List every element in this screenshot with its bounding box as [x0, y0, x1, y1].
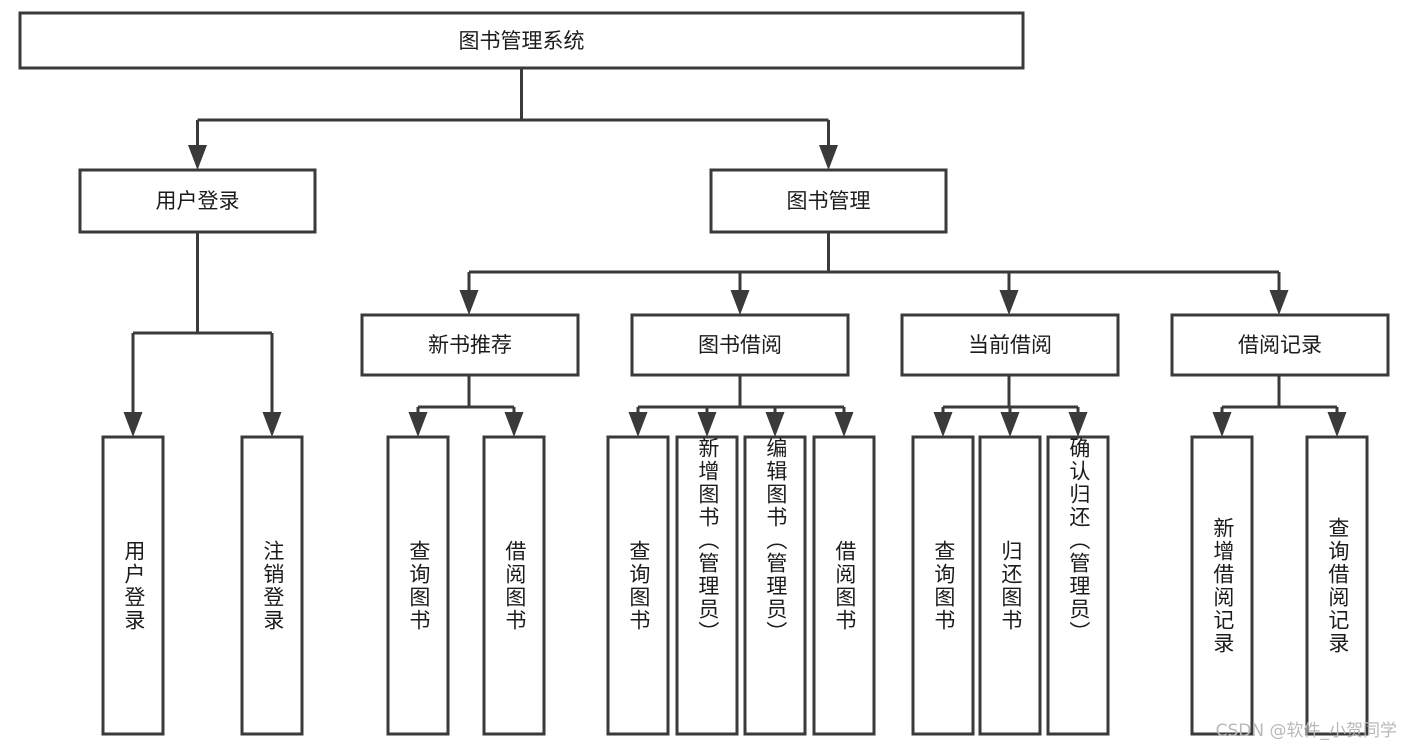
node-current-borrow[interactable]: 当前借阅 [900, 313, 1120, 377]
node-new-book-recommend-box[interactable] [360, 313, 580, 377]
node-user-login[interactable]: 用户登录 [78, 168, 317, 234]
arrow-head-leaf-logout [262, 412, 282, 437]
arrow-head-user-login [188, 145, 207, 170]
leaf-box-return-book[interactable] [978, 435, 1042, 736]
arrow-head-current-borrow [999, 290, 1019, 315]
node-current-borrow-box[interactable] [900, 313, 1120, 377]
node-borrow-record-label: 借阅记录 [1238, 333, 1322, 357]
leaf-box-logout[interactable] [240, 435, 304, 736]
leaf-box-query-book-3[interactable] [911, 435, 975, 736]
csdn-watermark: CSDN @软件_小贺同学 [1215, 721, 1397, 741]
node-book-borrow-label: 图书借阅 [698, 333, 782, 357]
arrow-head-borrow-record [1269, 290, 1289, 315]
arrow-head-leaf-return-book [1000, 412, 1020, 437]
arrow-head-leaf-add-record [1212, 412, 1232, 437]
node-borrow-record[interactable]: 借阅记录 [1170, 313, 1390, 377]
leaf-box-query-book-2[interactable] [606, 435, 670, 736]
arrow-head-book-manage [819, 145, 838, 170]
arrow-head-leaf-edit-book [765, 412, 785, 437]
leaf-box-borrow-book-1[interactable] [482, 435, 546, 736]
arrow-head-leaf-query-record [1327, 412, 1347, 437]
arrow-head-book-borrow [730, 290, 750, 315]
leaf-box-add-book[interactable] [675, 435, 739, 736]
arrow-head-leaf-query-book-3 [933, 412, 953, 437]
arrow-head-leaf-query-book-2 [628, 412, 648, 437]
leaf-box-query-book-1[interactable] [386, 435, 450, 736]
leaf-box-confirm-return[interactable] [1046, 435, 1110, 736]
leaf-box-query-record[interactable] [1305, 435, 1369, 736]
node-new-book-recommend-label: 新书推荐 [428, 333, 512, 357]
node-user-login-label: 用户登录 [156, 189, 240, 213]
node-root[interactable]: 图书管理系统 [18, 11, 1025, 70]
arrow-head-leaf-borrow-book-2 [834, 412, 854, 437]
node-book-borrow-box[interactable] [630, 313, 850, 377]
node-new-book-recommend[interactable]: 新书推荐 [360, 313, 580, 377]
arrow-head-leaf-add-book [697, 412, 717, 437]
node-borrow-record-box[interactable] [1170, 313, 1390, 377]
node-book-borrow[interactable]: 图书借阅 [630, 313, 850, 377]
arrow-head-leaf-user-login [123, 412, 143, 437]
leaf-box-user-login[interactable] [101, 435, 165, 736]
arrow-head-leaf-borrow-book-1 [504, 412, 524, 437]
arrow-head-new-book-recommend [459, 290, 479, 315]
arrow-head-leaf-query-book-1 [408, 412, 428, 437]
node-layer: 图书管理系统 用户登录 图书管理 新书推荐 图书借阅 [18, 11, 1390, 736]
node-user-login-box[interactable] [78, 168, 317, 234]
connector-layer [123, 68, 1347, 437]
leaf-box-edit-book[interactable] [743, 435, 807, 736]
leaf-box-add-record[interactable] [1190, 435, 1254, 736]
node-book-manage-box[interactable] [709, 168, 948, 234]
node-current-borrow-label: 当前借阅 [968, 333, 1052, 357]
node-book-manage-label: 图书管理 [787, 189, 871, 213]
leaf-box-borrow-book-2[interactable] [812, 435, 876, 736]
node-root-label: 图书管理系统 [459, 29, 585, 53]
arrow-head-leaf-confirm-return [1068, 412, 1088, 437]
node-book-manage[interactable]: 图书管理 [709, 168, 948, 234]
node-root-box[interactable] [18, 11, 1025, 70]
